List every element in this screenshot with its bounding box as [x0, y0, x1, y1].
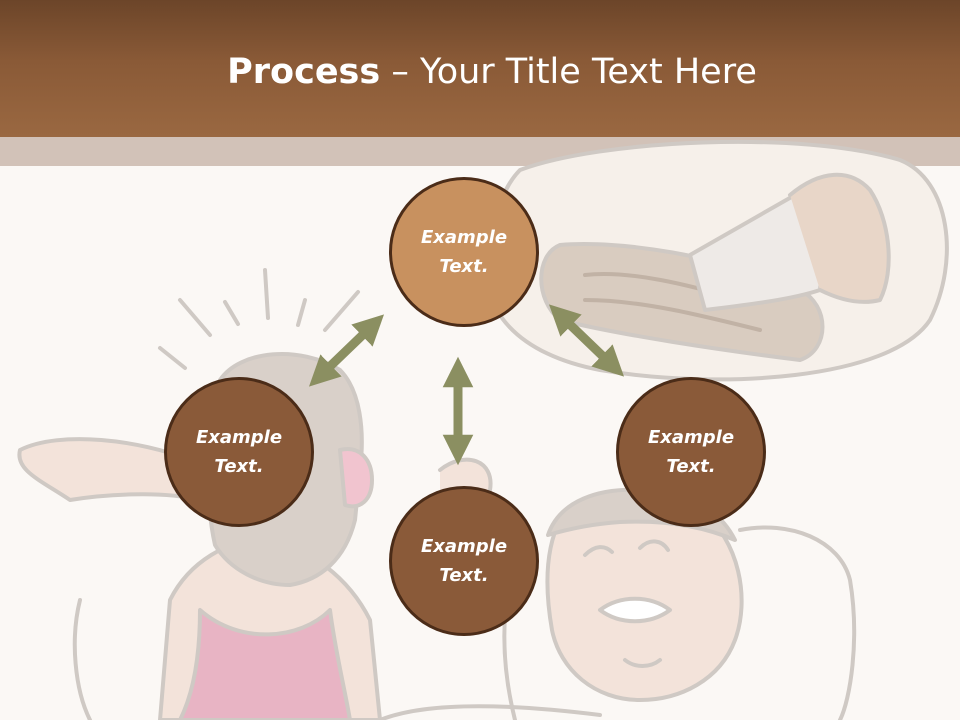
arrow-top-right — [548, 304, 625, 377]
node-left-line1: Example — [195, 427, 283, 448]
woman-figure — [17, 437, 202, 502]
node-bottom-line2: Text. — [439, 565, 489, 586]
process-node-left[interactable]: Example Text. — [164, 377, 314, 527]
node-bottom-line1: Example — [420, 536, 508, 557]
slide-title[interactable]: Process – Your Title Text Here — [0, 52, 960, 92]
node-top-line2: Text. — [439, 256, 489, 277]
node-right-line1: Example — [647, 427, 735, 448]
arrow-top-left — [308, 314, 385, 387]
process-node-top[interactable]: Example Text. — [389, 177, 539, 327]
node-left-line2: Text. — [214, 456, 264, 477]
slide-title-bold: Process — [227, 52, 381, 92]
title-bar — [0, 0, 960, 137]
process-node-bottom[interactable]: Example Text. — [389, 486, 539, 636]
node-top-line1: Example — [420, 227, 508, 248]
node-right-line2: Text. — [666, 456, 716, 477]
process-node-right[interactable]: Example Text. — [616, 377, 766, 527]
slide-title-rest: – Your Title Text Here — [380, 52, 757, 92]
